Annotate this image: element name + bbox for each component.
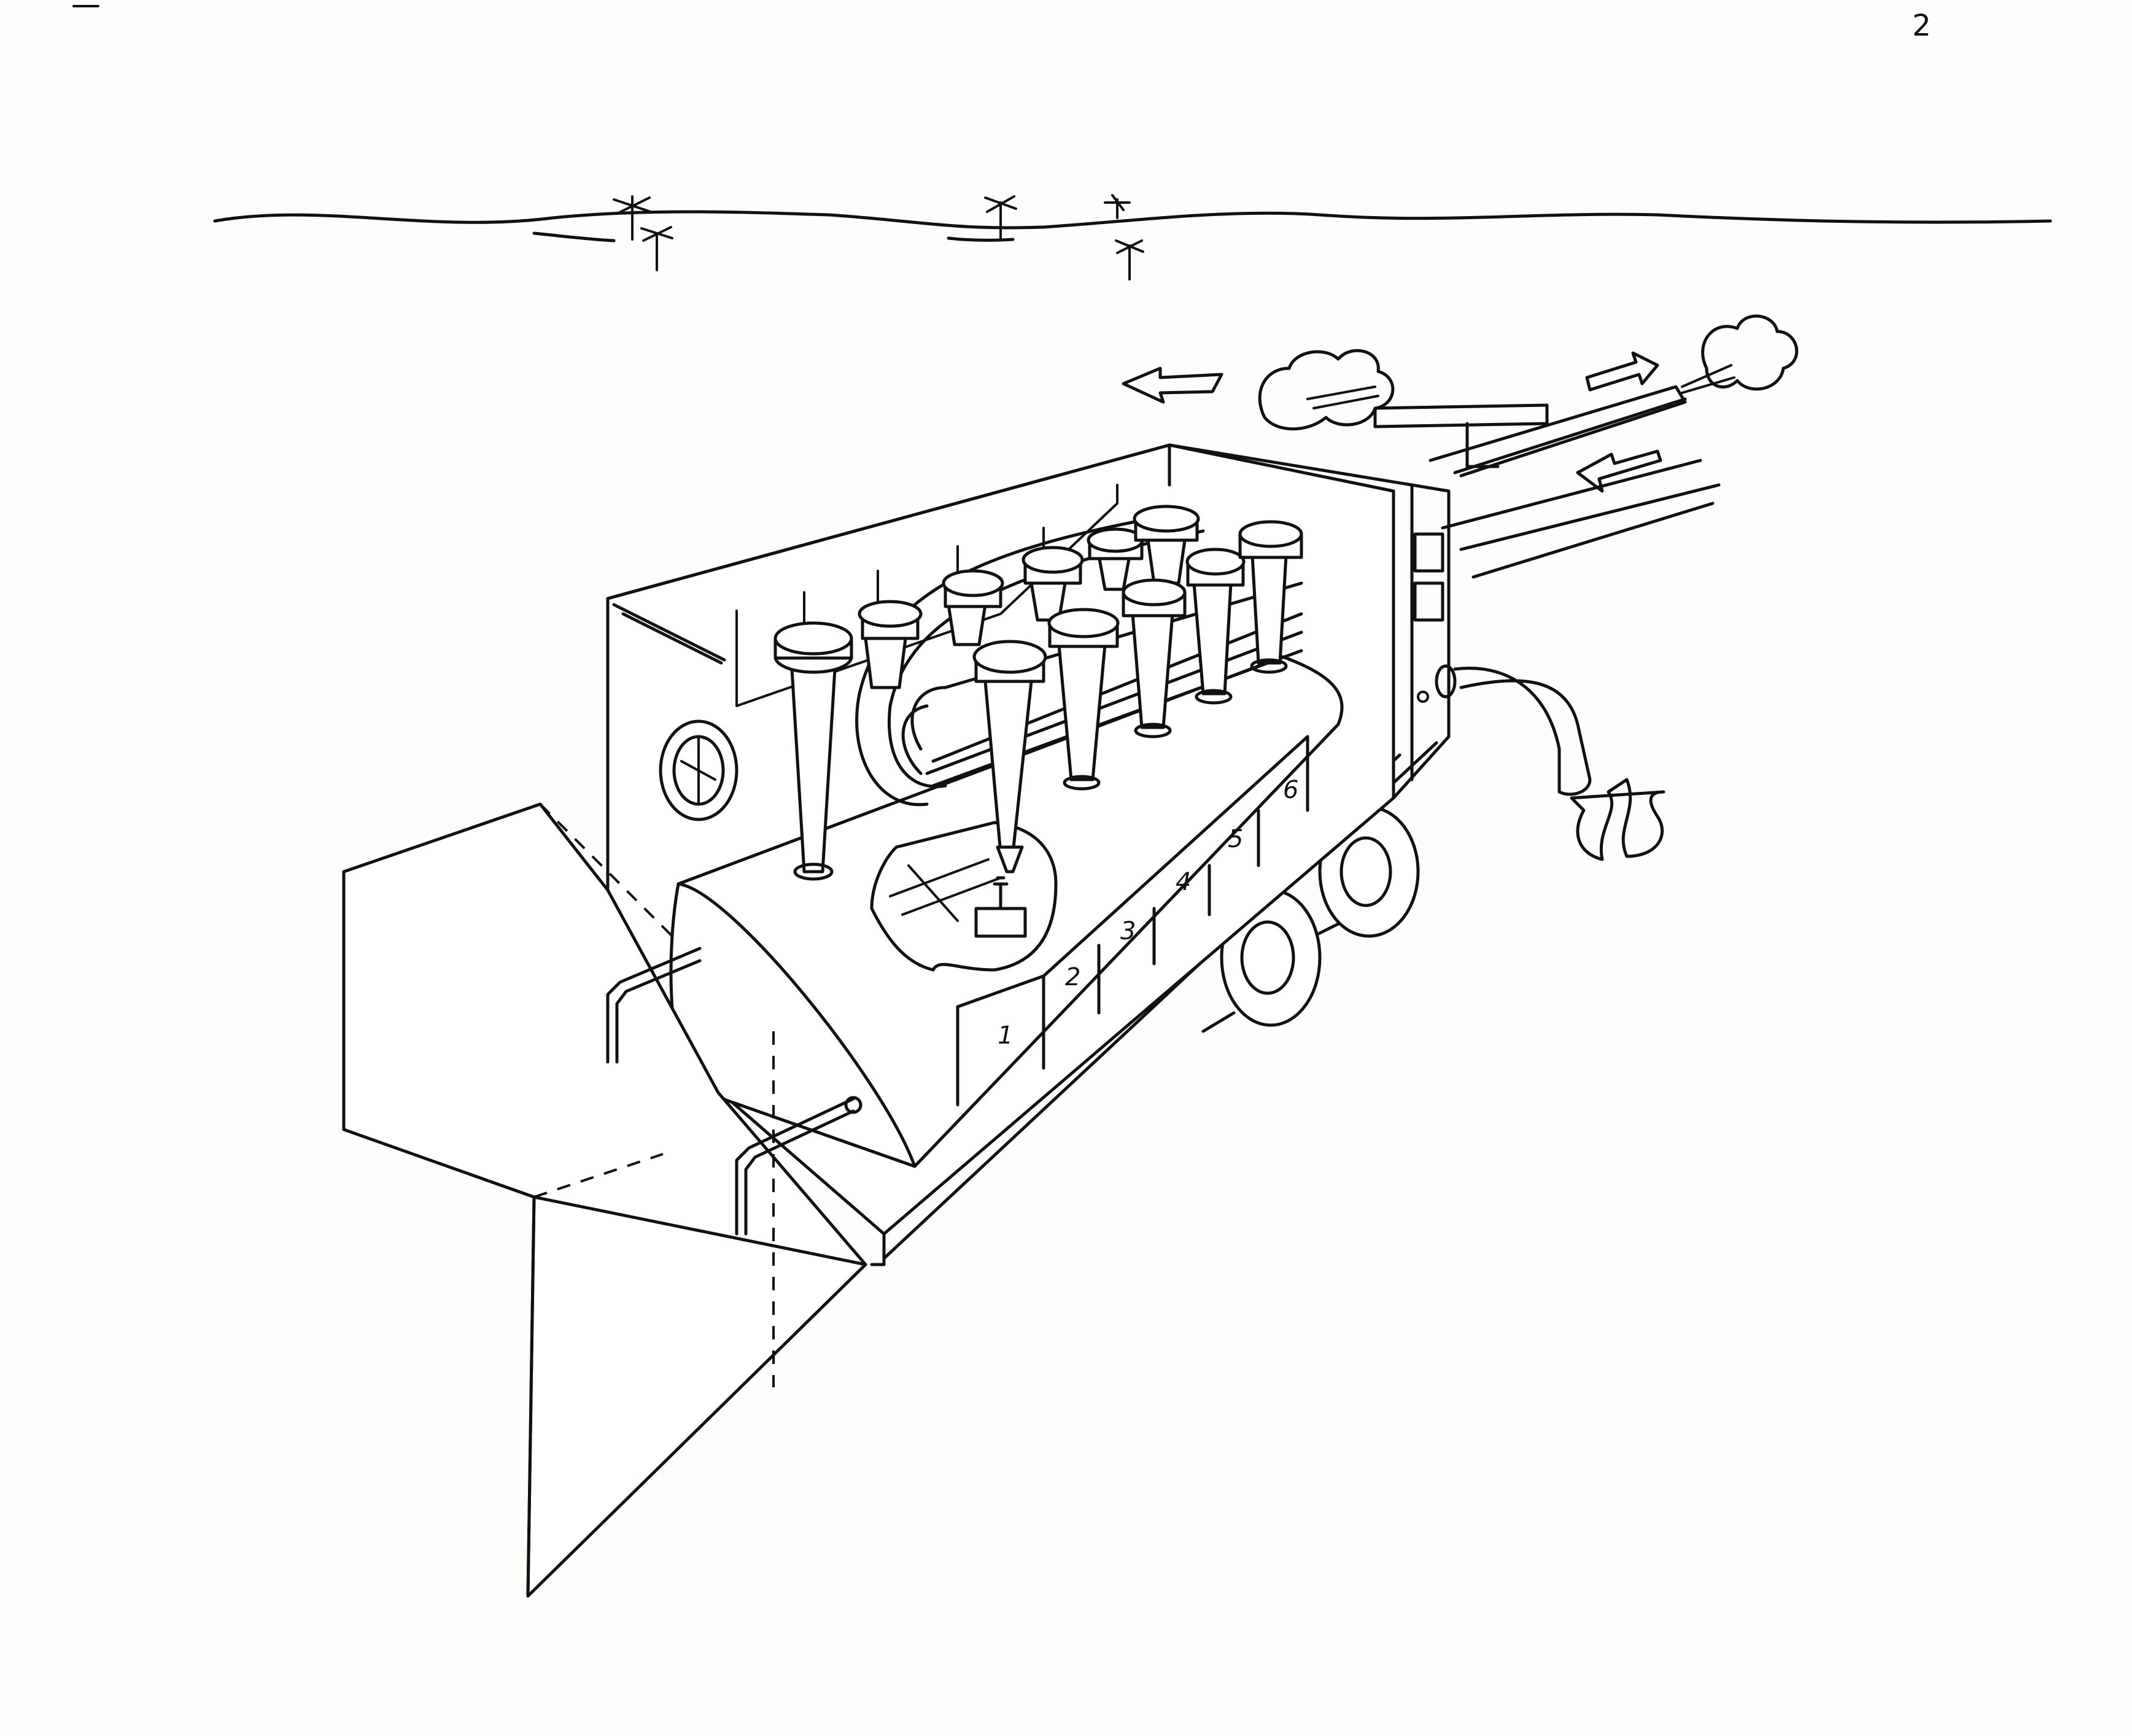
chamber-label-3: 3	[1120, 917, 1136, 945]
chamber-label-1: 1	[998, 1021, 1013, 1050]
spray-cloud-left	[1258, 349, 1395, 431]
stack-column	[1133, 505, 1200, 585]
stack-column	[1238, 520, 1303, 674]
return-flow-arrow	[1576, 449, 1662, 493]
right-flow-arrow	[1585, 351, 1659, 392]
outlet-pipes	[1373, 385, 1721, 579]
stack-column	[972, 640, 1047, 874]
chamber-label-4: 4	[1176, 868, 1191, 896]
chamber-strip	[956, 735, 1309, 1107]
hopper	[342, 802, 867, 1598]
stack-column	[1087, 527, 1144, 591]
chamber-label-2: 2	[1065, 963, 1080, 991]
palm-tree-icon	[613, 194, 1144, 281]
chamber-label-5: 5	[1228, 825, 1243, 853]
horizon	[213, 210, 2052, 242]
crank-handle	[606, 947, 702, 1064]
stack-column	[1021, 546, 1084, 622]
stack-column	[1185, 548, 1246, 705]
crank-handle	[735, 1096, 862, 1236]
stack-column	[1122, 578, 1187, 738]
spray-cloud-right	[1681, 314, 1799, 394]
left-flow-arrow	[1122, 366, 1223, 404]
stack-column	[858, 600, 923, 689]
chamber-labels: 1 2 3 4 5 6	[998, 776, 1298, 1050]
page-mark: 2	[1912, 9, 1931, 43]
stack-column	[942, 569, 1004, 646]
stack-column	[1047, 608, 1120, 791]
control-panel	[1413, 532, 1444, 703]
chamber-label-6: 6	[1283, 776, 1298, 804]
hand-wheel-icon	[659, 719, 738, 821]
stack-column	[773, 621, 853, 881]
intake-hose	[1435, 664, 1592, 796]
intake-flow-arrow	[1570, 778, 1665, 861]
